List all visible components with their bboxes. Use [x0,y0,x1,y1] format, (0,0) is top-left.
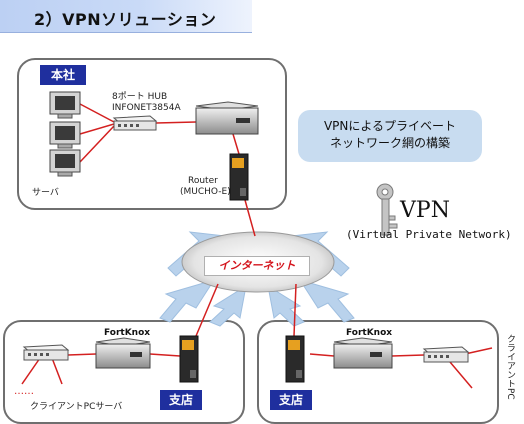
vpn-legend-subtitle: (Virtual Private Network) [346,228,512,241]
server-monitor-2 [49,121,81,149]
servers-label: サーバ [32,188,59,198]
title-bar [0,0,252,33]
branch-right-fortknox [333,337,393,369]
arrow-lower-left [159,279,216,323]
hq-tag: 本社 [40,65,86,85]
arrow-lower-right [298,279,355,323]
vpn-bubble-line-2: ネットワーク網の構築 [329,136,450,150]
vpn-bubble: VPNによるプライベート ネットワーク網の構築 [298,110,482,162]
network-links [21,103,493,389]
router-label-1: Router [188,176,218,186]
hub-device [112,115,158,131]
hub-label-1: 8ポート HUB [112,92,168,102]
internet-label: インターネット [204,256,310,276]
branch-left-tag: 支店 [160,390,202,410]
key-icon [376,183,398,236]
router-label-2: (MUCHO-E) [180,187,231,197]
hq-router [229,153,249,201]
branch-left-site-box [3,320,245,424]
server-monitor-1 [49,91,81,119]
server-monitor-3 [49,149,81,177]
branch-right-hub [422,346,470,363]
vpn-legend-title: VPN [400,198,450,223]
branch-left-fortknox [95,337,151,369]
branch-left-router [179,335,199,383]
branch-left-caption: クライアントPCサーバ [30,402,123,412]
branch-right-tag: 支店 [270,390,312,410]
hub-label-2: INFONET3854A [112,103,181,113]
hq-firewall-box [195,101,259,135]
branch-left-hub [22,344,70,361]
branch-right-device-label: FortKnox [346,328,393,338]
arrow-down-left [209,284,247,327]
arrow-down-right [267,284,305,327]
branch-left-dots: …… [14,386,34,397]
page-title: 2）VPNソリューション [34,10,217,29]
vpn-bubble-line-1: VPNによるプライベート [323,119,457,133]
branch-right-caption: クライアントPC [505,334,515,400]
branch-right-router [285,335,305,383]
branch-left-device-label: FortKnox [104,328,151,338]
